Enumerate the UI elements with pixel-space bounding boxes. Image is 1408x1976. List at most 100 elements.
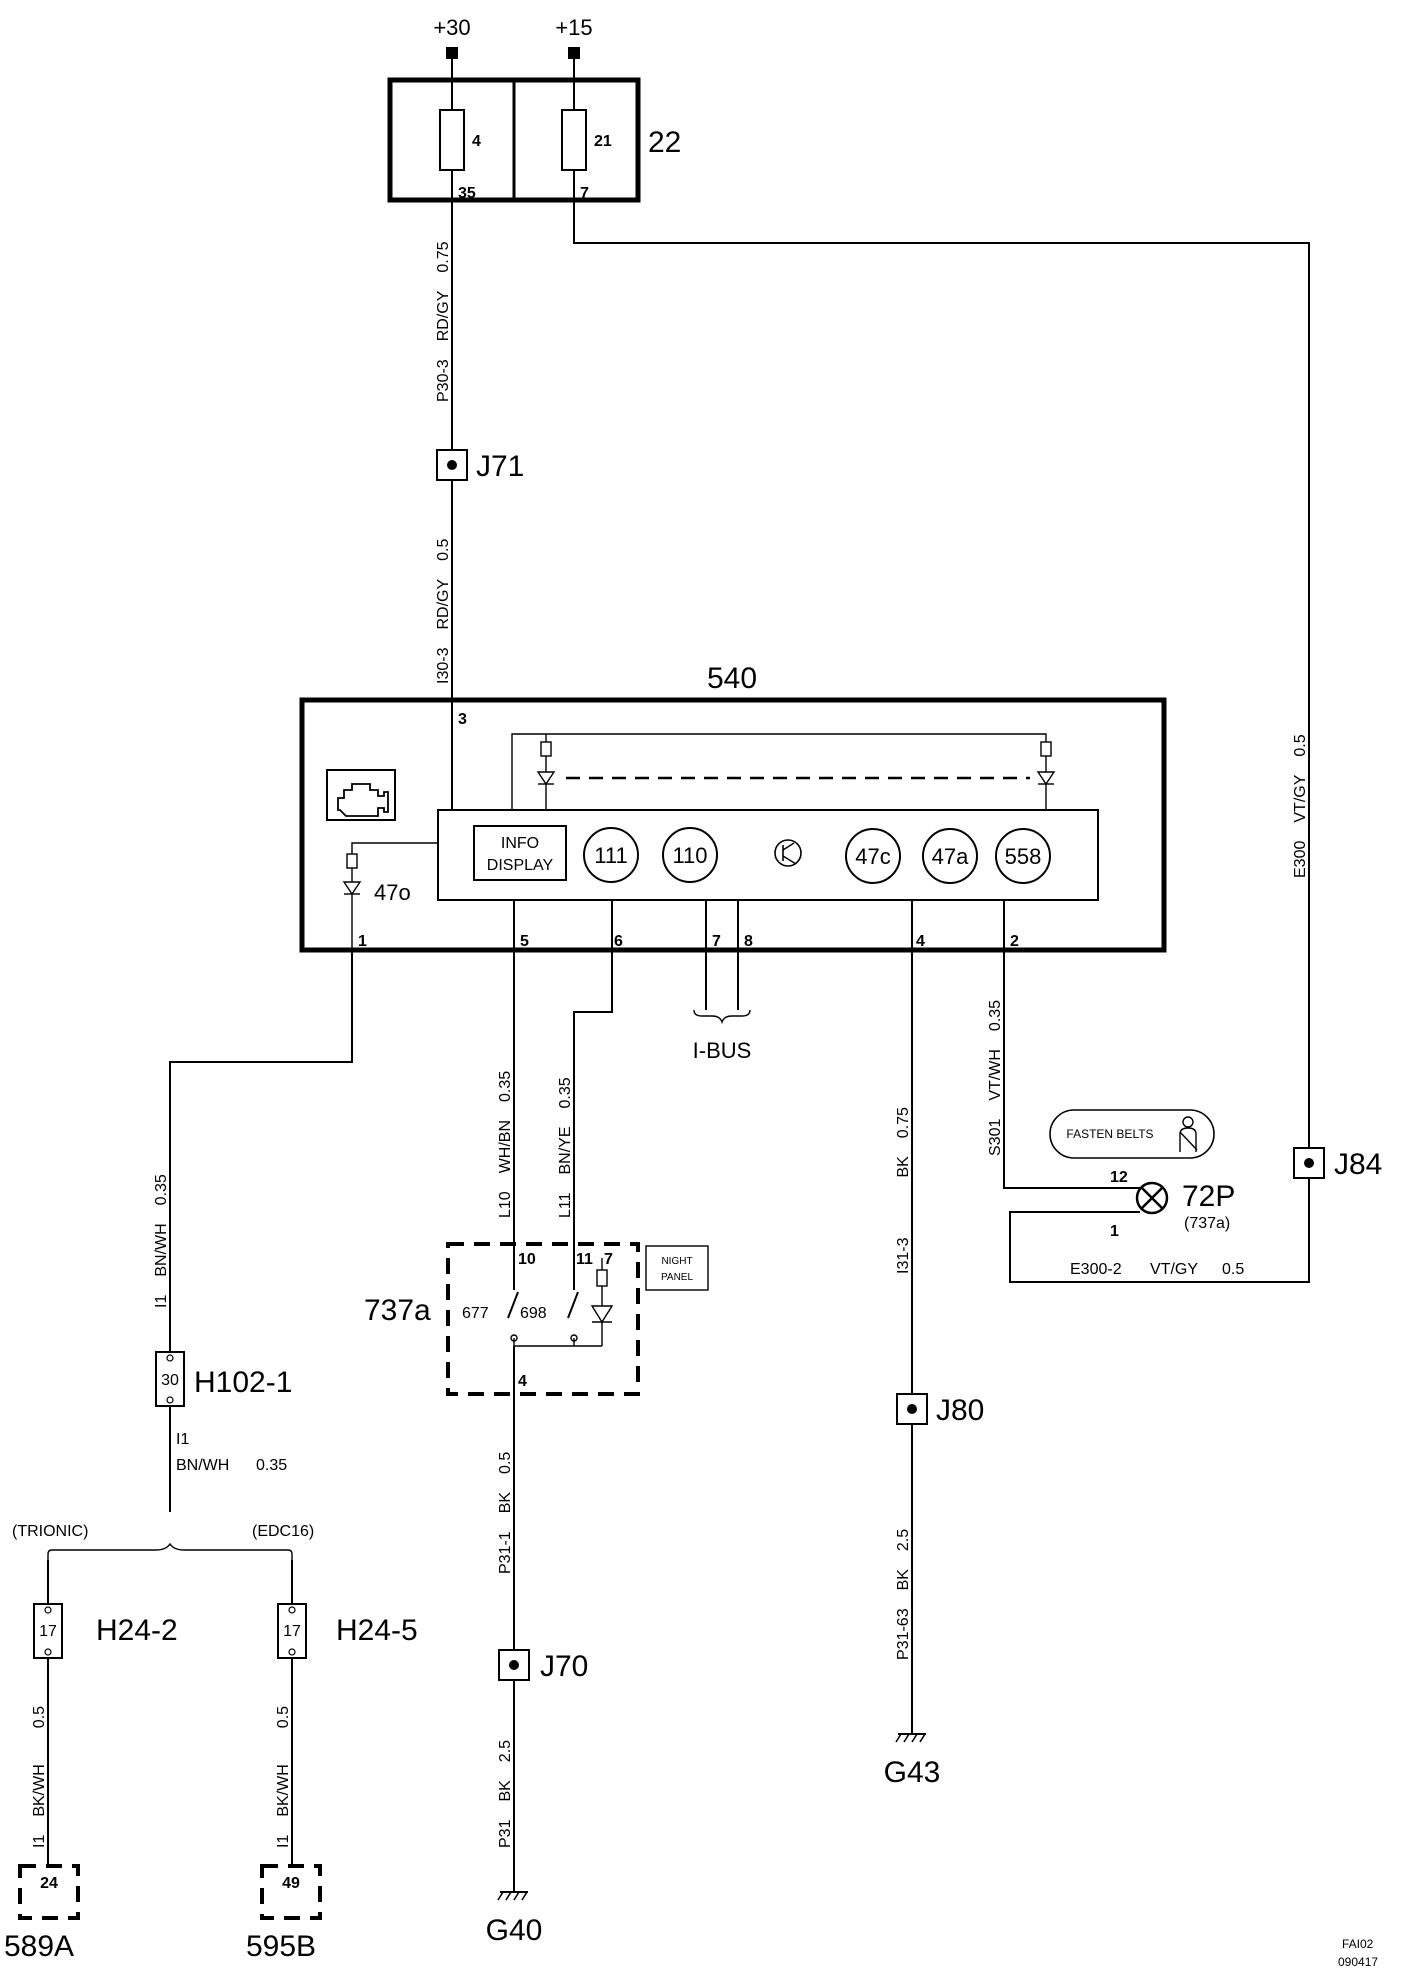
illum-resistor-right bbox=[1040, 741, 1052, 757]
wire-i30-3-size: 0.5 bbox=[435, 539, 452, 561]
wire-i1-upper-size: 0.35 bbox=[153, 1174, 170, 1205]
led-icon bbox=[590, 1305, 614, 1324]
wire-s301-label: S301VT/WH0.35 bbox=[987, 1000, 1004, 1156]
j84-box bbox=[1293, 1147, 1325, 1179]
h24-5-pin-bottom bbox=[288, 1648, 296, 1656]
wire-i1-b-label: I1BK/WH0.5 bbox=[275, 1706, 292, 1848]
wire-i30-3-label: I30-3 RD/GY 0.5 bbox=[435, 539, 452, 684]
wire-e300-2-color: VT/GY bbox=[1150, 1261, 1198, 1278]
wire-i1-a-color: BK/WH bbox=[31, 1764, 48, 1816]
terminal-plus30 bbox=[446, 47, 458, 59]
j84-dot bbox=[1304, 1158, 1314, 1168]
ground-g40-icon bbox=[497, 1891, 528, 1901]
illum-led-left-icon bbox=[536, 771, 556, 786]
wire-i1-a-size: 0.5 bbox=[31, 1706, 48, 1728]
h24-5-pin: 17 bbox=[283, 1623, 301, 1640]
c589a-box bbox=[18, 1864, 80, 1920]
wire-i30-3-color: RD/GY bbox=[435, 579, 452, 630]
switch-737a: 737a 10 11 7 4 677 698 NIGHT PANEL bbox=[364, 1242, 709, 1396]
info-display-line2: DISPLAY bbox=[487, 857, 554, 874]
module-540-pin-4: 4 bbox=[916, 933, 925, 950]
sw-a-blade bbox=[507, 1291, 519, 1319]
wire-e300 bbox=[573, 170, 1310, 1148]
ibus-brace bbox=[693, 1009, 751, 1025]
j84-label: J84 bbox=[1334, 1148, 1382, 1181]
footer-date: 090417 bbox=[1338, 1955, 1378, 1969]
footer-code: FAI02 bbox=[1342, 1937, 1374, 1951]
gauge-111 bbox=[583, 827, 639, 883]
switch-common bbox=[513, 1338, 602, 1347]
wire-i1-a-label: I1BK/WH0.5 bbox=[31, 1706, 48, 1848]
wire-p31-1-code: P31-1 bbox=[497, 1531, 514, 1574]
c595b-pin: 49 bbox=[282, 1875, 300, 1892]
h24-5-pin-top bbox=[288, 1606, 296, 1614]
lamp-47o-label: 47o bbox=[374, 880, 411, 905]
wire-e300-2-size: 0.5 bbox=[1222, 1261, 1244, 1278]
terminal-plus15 bbox=[568, 47, 580, 59]
module-540-pin-2: 2 bbox=[1010, 933, 1019, 950]
wire-i1-lower-code: I1 bbox=[176, 1431, 189, 1448]
gauge-47a-label: 47a bbox=[932, 844, 969, 869]
wire-p31-63-code: P31-63 bbox=[895, 1608, 912, 1660]
junction-j71: J71 bbox=[436, 449, 524, 483]
h24-2-pin-bottom bbox=[44, 1648, 52, 1656]
wire-p30-3-label: P30-3RD/GY0.75 bbox=[435, 241, 452, 402]
wire-i1-upper-color: BN/WH bbox=[153, 1223, 170, 1276]
wire-i30-3-code: I30-3 bbox=[435, 647, 452, 684]
module-540-pin-3: 3 bbox=[458, 711, 467, 728]
illumination-bus bbox=[511, 733, 1047, 810]
lamp-72p-id: 72P bbox=[1182, 1180, 1235, 1213]
info-display bbox=[473, 825, 567, 881]
h102-pin: 30 bbox=[161, 1372, 179, 1389]
ground-g40-label: G40 bbox=[486, 1914, 543, 1947]
connector-h24-2: 17 H24-2 bbox=[33, 1603, 178, 1659]
lamp-72p-pin-12: 12 bbox=[1110, 1169, 1128, 1186]
switch-737a-pin-11: 11 bbox=[576, 1251, 593, 1268]
switch-677-label: 677 bbox=[462, 1305, 489, 1322]
j70-label: J70 bbox=[540, 1650, 588, 1683]
fasten-belts-text: FASTEN BELTS bbox=[1066, 1127, 1153, 1141]
night-panel-line1: NIGHT bbox=[661, 1256, 692, 1267]
gauge-111-label: 111 bbox=[594, 843, 627, 868]
junction-j80: J80 bbox=[896, 1393, 984, 1427]
h102-id: H102-1 bbox=[194, 1366, 292, 1399]
fuse-4-label: 4 bbox=[472, 133, 481, 150]
wire-e300-label: E300VT/GY0.5 bbox=[1292, 734, 1309, 878]
wire-p31-color: BK bbox=[497, 1780, 514, 1802]
wire-p31-size: 2.5 bbox=[497, 1740, 514, 1762]
wire-p31-63-label: P31-63BK2.5 bbox=[895, 1529, 912, 1660]
wire-p30-3-size: 0.75 bbox=[435, 241, 452, 272]
fasten-belts-outline bbox=[1049, 1109, 1215, 1159]
gauge-47a bbox=[922, 828, 978, 884]
module-540-pin-8: 8 bbox=[744, 933, 753, 950]
switch-737a-pin-7: 7 bbox=[604, 1251, 613, 1268]
wire-i1-b-code: I1 bbox=[275, 1835, 292, 1848]
fuse-4-pin: 35 bbox=[458, 185, 476, 202]
wire-i1-upper bbox=[169, 950, 353, 1352]
wire-e300-code: E300 bbox=[1292, 841, 1309, 878]
wire-i1-b-size: 0.5 bbox=[275, 1706, 292, 1728]
junction-j84: J84 bbox=[1293, 1147, 1382, 1181]
lamp-47o-feed bbox=[351, 842, 438, 854]
wire-i31-3-size: 0.75 bbox=[895, 1107, 912, 1138]
gauge-47c-label: 47c bbox=[855, 844, 890, 869]
wire-l11-color: BN/YE bbox=[557, 1126, 574, 1174]
wire-p30-3-code: P30-3 bbox=[435, 359, 452, 402]
branch-left-label: (TRIONIC) bbox=[12, 1523, 88, 1540]
ground-g43-icon bbox=[895, 1733, 926, 1743]
wire-p31-1-size: 0.5 bbox=[497, 1452, 514, 1474]
lamp-72p-cross-b bbox=[1140, 1186, 1164, 1210]
switch-737a-id: 737a bbox=[364, 1294, 431, 1327]
wire-l10-label: L10WH/BN0.35 bbox=[497, 1071, 514, 1218]
wire-l11-label: L11BN/YE0.35 bbox=[557, 1077, 574, 1218]
lamp-47o-led-icon bbox=[342, 881, 362, 896]
wire-i31-3-label: I31-3BK0.75 bbox=[895, 1107, 912, 1274]
fuse-4 bbox=[439, 109, 465, 171]
wire-l11 bbox=[573, 950, 613, 1258]
gauge-558 bbox=[995, 828, 1051, 884]
c589a-id: 589A bbox=[4, 1930, 74, 1963]
fuse-21-label: 21 bbox=[594, 133, 612, 150]
wire-s301-color: VT/WH bbox=[987, 1049, 1004, 1101]
info-display-line1: INFO bbox=[501, 835, 539, 852]
module-540-pin-1: 1 bbox=[358, 933, 367, 950]
